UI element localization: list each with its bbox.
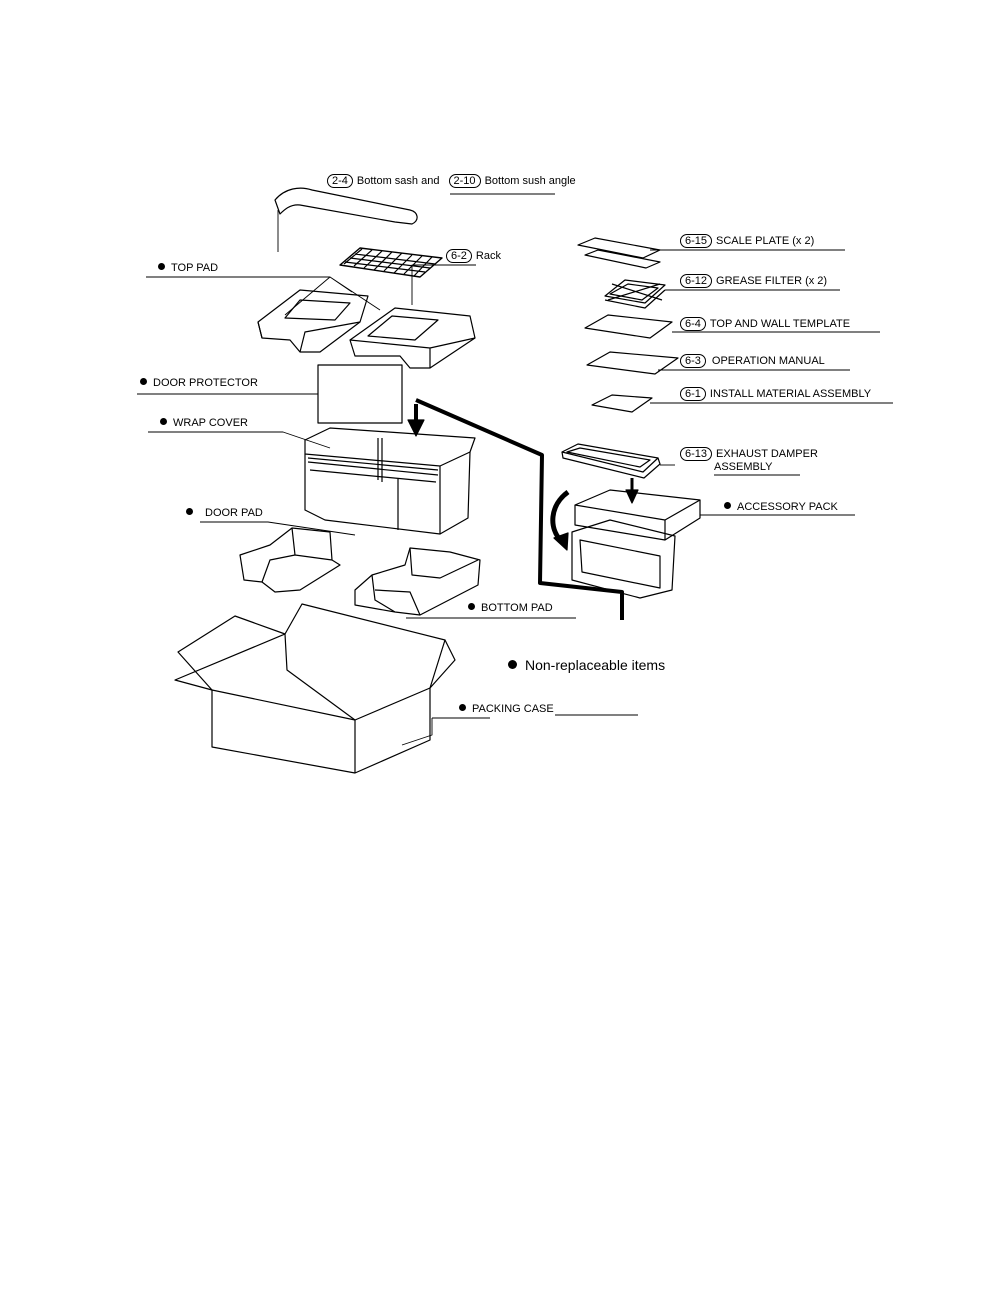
accessory-pack-part [571, 489, 701, 599]
text-bottom-sash: Bottom sash and [356, 175, 440, 187]
label-top-pad: TOP PAD [158, 262, 218, 275]
scale-plate-part [577, 237, 661, 269]
leader-lines [137, 193, 893, 746]
grease-filter-part [604, 279, 666, 309]
code-scale-plate: 6-15 [680, 234, 713, 248]
top-pad-part [257, 289, 476, 369]
exhaust-damper-part [561, 443, 661, 479]
text-bottom-pad: BOTTOM PAD [481, 602, 553, 614]
manual-part [586, 351, 679, 375]
door-pad-part [239, 527, 341, 593]
text-wrap-cover: WRAP COVER [173, 417, 248, 429]
text-scale-plate: SCALE PLATE (x 2) [716, 235, 815, 247]
text-grease-filter: GREASE FILTER (x 2) [716, 275, 828, 287]
text-manual: OPERATION MANUAL [711, 355, 825, 367]
code-bottom-sash-angle: 2-10 [448, 174, 481, 188]
text-exhaust-damper: EXHAUST DAMPER [716, 448, 818, 460]
text-accessory-pack: ACCESSORY PACK [737, 501, 838, 513]
text-legend: Non-replaceable items [525, 657, 666, 673]
label-door-pad: DOOR PAD [186, 507, 263, 520]
label-manual: 6-3 OPERATION MANUAL [680, 354, 825, 368]
text-bottom-sash-angle: Bottom sush angle [484, 175, 576, 187]
install-material-part [591, 394, 653, 413]
text-door-protector: DOOR PROTECTOR [153, 377, 258, 389]
text-top-pad: TOP PAD [171, 262, 219, 274]
wrap-cover-part [304, 427, 476, 535]
rack-part [339, 247, 443, 278]
label-packing-case: PACKING CASE [459, 703, 554, 716]
code-exhaust-damper: 6-13 [680, 447, 713, 461]
code-bottom-sash: 2-4 [327, 174, 353, 188]
bottom-pad-part [354, 547, 481, 616]
non-replaceable-dot-icon [186, 508, 193, 515]
non-replaceable-dot-icon [160, 418, 167, 425]
code-template: 6-4 [680, 317, 706, 331]
code-grease-filter: 6-12 [680, 274, 713, 288]
text-rack: Rack [475, 250, 501, 262]
text-door-pad: DOOR PAD [205, 507, 263, 519]
template-part [584, 314, 673, 339]
non-replaceable-dot-icon [140, 378, 147, 385]
legend-dot-icon [508, 660, 517, 669]
label-accessory-pack: ACCESSORY PACK [724, 501, 838, 514]
code-rack: 6-2 [446, 249, 472, 263]
bottom-sash-part [274, 187, 418, 225]
code-manual: 6-3 [680, 354, 706, 368]
assembly-arrows [407, 398, 639, 620]
text-install-material: INSTALL MATERIAL ASSEMBLY [709, 388, 872, 400]
label-door-protector: DOOR PROTECTOR [140, 377, 258, 390]
text-exhaust-damper-assembly: ASSEMBLY [714, 461, 773, 473]
legend-non-replaceable: Non-replaceable items [508, 657, 665, 673]
non-replaceable-dot-icon [459, 704, 466, 711]
non-replaceable-dot-icon [158, 263, 165, 270]
label-wrap-cover: WRAP COVER [160, 417, 248, 430]
non-replaceable-dot-icon [724, 502, 731, 509]
packing-case-part [174, 603, 456, 774]
label-bottom-pad: BOTTOM PAD [468, 602, 553, 615]
non-replaceable-dot-icon [468, 603, 475, 610]
door-protector-part [317, 364, 403, 424]
text-packing-case: PACKING CASE [472, 703, 554, 715]
text-template: TOP AND WALL TEMPLATE [709, 318, 851, 330]
code-install-material: 6-1 [680, 387, 706, 401]
